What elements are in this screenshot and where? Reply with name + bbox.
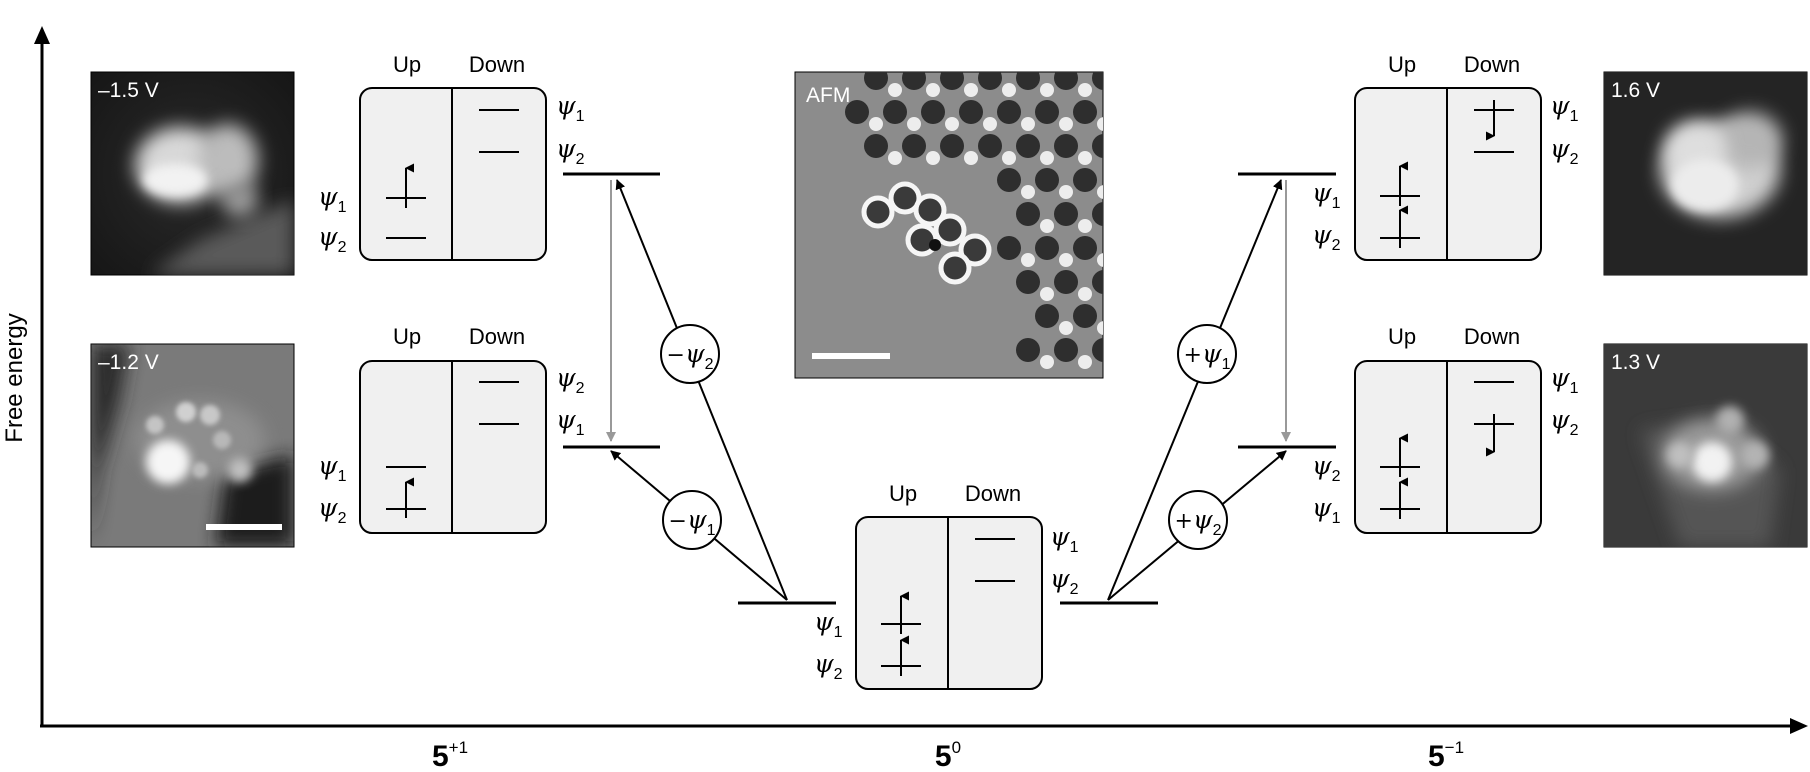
psi-label: ψ2 [1312, 220, 1341, 254]
voltage-label-bottom-left: –1.2 V [98, 351, 159, 374]
state-label-plus1: 5+1 [432, 738, 468, 772]
svg-text:−ψ2: −ψ2 [667, 339, 714, 373]
spin-header-up: Up [889, 481, 917, 506]
svg-text:−ψ1: −ψ1 [669, 505, 716, 539]
psi-labels: ψ1 ψ2 ψ1 ψ2 ψ1 ψ2 ψ2 ψ1 ψ1 ψ2 ψ1 ψ2 ψ1 ψ… [318, 91, 1579, 683]
psi-label: ψ1 [318, 182, 347, 216]
transition-label-minus-psi2: −ψ2 [660, 324, 720, 384]
spin-header-up: Up [1388, 324, 1416, 349]
svg-text:+ψ1: +ψ1 [1184, 339, 1231, 373]
psi-label: ψ2 [1050, 564, 1079, 598]
spin-header-down: Down [1464, 52, 1520, 77]
x-axis-arrowhead [1790, 718, 1808, 734]
afm-image: AFM [794, 71, 1104, 379]
stm-image-top-right: 1.6 V [1603, 71, 1808, 276]
transition-label-plus-psi1: +ψ1 [1177, 324, 1237, 384]
psi-label: ψ2 [1312, 451, 1341, 485]
orbital-box-neutral: Up Down [855, 481, 1043, 690]
psi-label: ψ2 [1550, 134, 1579, 168]
psi-label: ψ1 [1050, 522, 1079, 556]
psi-label: ψ2 [318, 222, 347, 256]
psi-label: ψ1 [814, 607, 843, 641]
psi-label: ψ2 [556, 134, 585, 168]
spin-header-down: Down [1464, 324, 1520, 349]
spin-header-up: Up [1388, 52, 1416, 77]
spin-header-down: Down [469, 324, 525, 349]
psi-label: ψ1 [1312, 493, 1341, 527]
psi-label: ψ1 [556, 405, 585, 439]
orbital-box-plus1-upper: Up Down [359, 52, 547, 261]
afm-label: AFM [806, 84, 850, 107]
psi-label: ψ1 [1312, 178, 1341, 212]
psi-label: ψ1 [1550, 91, 1579, 125]
transition-label-plus-psi2: +ψ2 [1168, 490, 1228, 550]
stm-image-top-left: –1.5 V [90, 71, 295, 276]
psi-label: ψ2 [1550, 405, 1579, 439]
axes: Free energy [1, 26, 1808, 734]
psi-label: ψ1 [1550, 363, 1579, 397]
stm-image-bottom-right: 1.3 V [1603, 343, 1808, 548]
scale-bar-stm [206, 524, 282, 530]
state-label-minus1: 5−1 [1428, 738, 1464, 772]
orbital-box-minus1-lower: Up Down [1354, 324, 1542, 534]
spin-header-up: Up [393, 52, 421, 77]
spin-header-down: Down [965, 481, 1021, 506]
voltage-label-top-right: 1.6 V [1611, 79, 1660, 102]
relaxation-arrows [606, 180, 1291, 442]
arrow-plus-psi1 [1107, 179, 1283, 601]
psi-label: ψ2 [556, 363, 585, 397]
psi-label: ψ1 [318, 451, 347, 485]
orbital-box-plus1-lower: Up Down [359, 324, 547, 534]
arrow-minus-psi2 [615, 179, 788, 601]
voltage-label-top-left: –1.5 V [98, 79, 159, 102]
y-axis-arrowhead [34, 26, 50, 44]
state-labels: 5+1 50 5−1 [432, 738, 1464, 772]
psi-label: ψ1 [556, 91, 585, 125]
scale-bar-afm [812, 353, 890, 359]
energy-levels [563, 172, 1336, 605]
y-axis-label: Free energy [1, 313, 28, 442]
stm-image-bottom-left: –1.2 V [90, 343, 295, 548]
spin-header-down: Down [469, 52, 525, 77]
state-label-neutral: 50 [935, 738, 961, 772]
voltage-label-bottom-right: 1.3 V [1611, 351, 1660, 374]
psi-label: ψ2 [318, 493, 347, 527]
svg-text:+ψ2: +ψ2 [1175, 505, 1222, 539]
psi-label: ψ2 [814, 649, 843, 683]
spin-header-up: Up [393, 324, 421, 349]
orbital-box-minus1-upper: Up Down [1354, 52, 1542, 261]
transition-label-minus-psi1: −ψ1 [662, 490, 722, 550]
